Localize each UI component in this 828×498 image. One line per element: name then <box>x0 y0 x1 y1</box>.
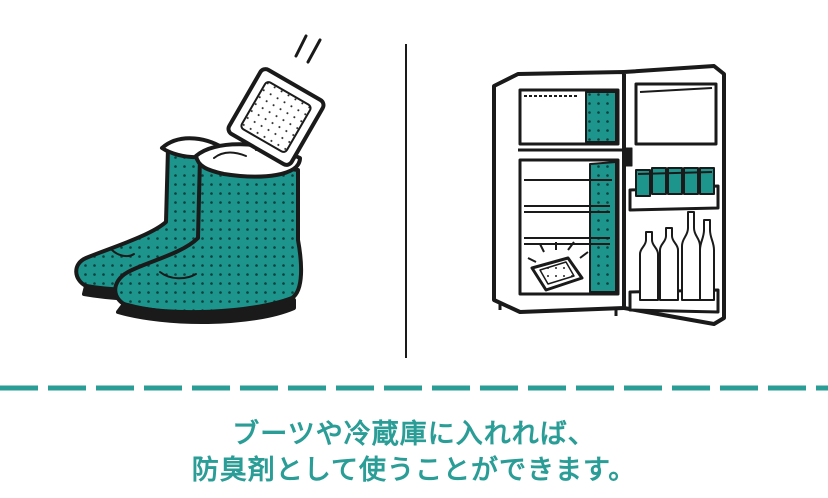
caption-line-2: 防臭剤として使うことができます。 <box>191 455 637 486</box>
fridge-pouch-icon <box>527 241 589 292</box>
boots-illustration <box>74 34 326 324</box>
bottles <box>639 211 715 301</box>
caption-line-1: ブーツや冷蔵庫に入れれば、 <box>232 419 596 450</box>
deodorant-pouch-icon <box>226 67 326 167</box>
front-boot <box>113 142 304 324</box>
cans <box>635 167 715 197</box>
refrigerator-illustration <box>492 64 726 326</box>
